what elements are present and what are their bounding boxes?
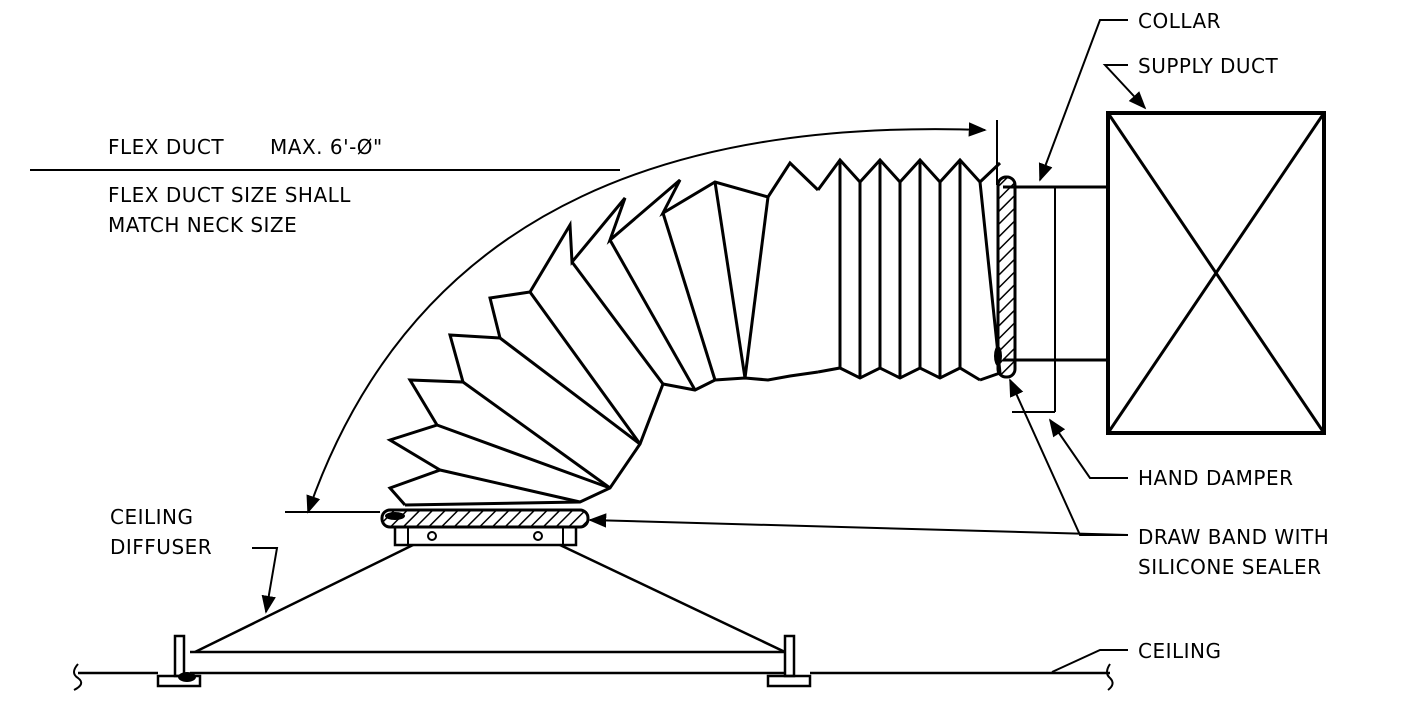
ceiling-line <box>73 663 1114 691</box>
supply-duct-box <box>1106 111 1326 435</box>
ceiling-tee-left <box>156 634 202 688</box>
label-flex-note-line2: MATCH NECK SIZE <box>108 213 297 237</box>
label-ceiling-diffuser-line1: CEILING <box>110 505 194 529</box>
label-flex-duct-max: MAX. 6'-Ø" <box>270 135 383 159</box>
flex-length-dimension <box>285 120 998 514</box>
label-supply-duct: SUPPLY DUCT <box>1138 54 1279 78</box>
label-draw-band-line2: SILICONE SEALER <box>1138 555 1322 579</box>
collar <box>1003 185 1108 413</box>
ceiling-diffuser <box>190 525 786 675</box>
label-hand-damper: HAND DAMPER <box>1138 466 1294 490</box>
label-collar: COLLAR <box>1138 9 1221 33</box>
flex-duct <box>386 157 1002 507</box>
label-ceiling: CEILING <box>1138 639 1222 663</box>
ceiling-tee-right <box>766 634 812 688</box>
collar-draw-band <box>994 175 1017 379</box>
leader-lines <box>30 19 1147 673</box>
label-flex-duct: FLEX DUCT <box>108 135 224 159</box>
label-draw-band-line1: DRAW BAND WITH <box>1138 525 1329 549</box>
diffuser-draw-band <box>380 508 590 529</box>
label-ceiling-diffuser-line2: DIFFUSER <box>110 535 212 559</box>
label-flex-note-line1: FLEX DUCT SIZE SHALL <box>108 183 351 207</box>
